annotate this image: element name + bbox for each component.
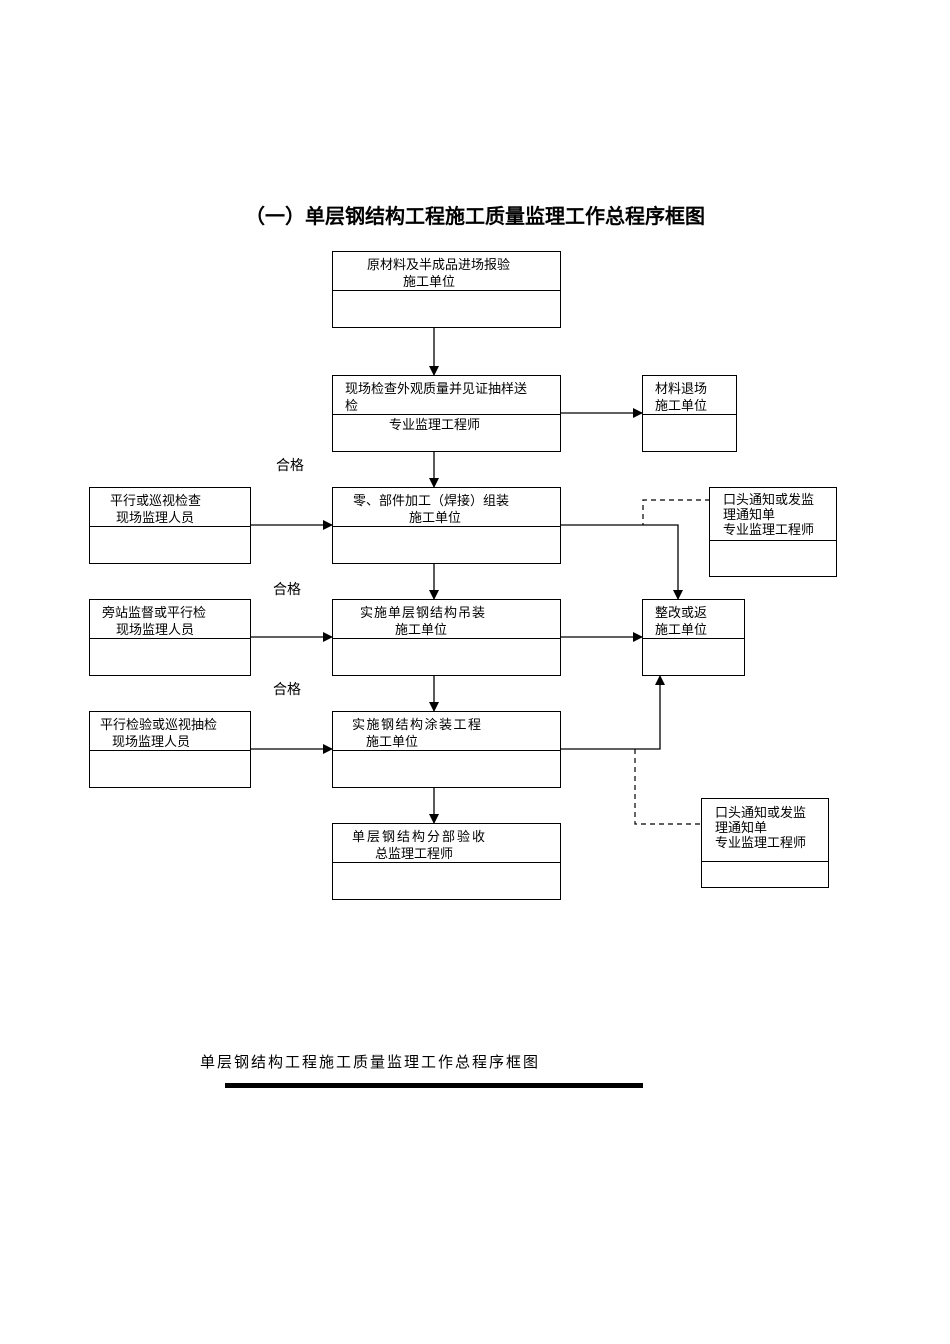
box-hoisting: 实施单层钢结构吊装 施工单位 xyxy=(332,599,561,676)
box-role: 总监理工程师 xyxy=(375,847,454,862)
box-notice-1: 口头通知或发监 理通知单 专业监理工程师 xyxy=(709,487,837,577)
box-role: 专业监理工程师 xyxy=(715,836,807,851)
box-raw-material: 原材料及半成品进场报验 施工单位 xyxy=(332,251,561,328)
box-role: 现场监理人员 xyxy=(116,511,195,526)
box-text: 旁站监督或平行检 xyxy=(102,606,207,621)
box-parts-processing: 零、部件加工（焊接）组装 施工单位 xyxy=(332,487,561,564)
box-text: 整改或返 xyxy=(655,606,708,621)
box-role: 施工单位 xyxy=(403,275,456,290)
box-text: 口头通知或发监 xyxy=(715,806,807,821)
box-text: 平行或巡视检查 xyxy=(110,494,202,509)
box-role: 施工单位 xyxy=(366,735,419,750)
pass-label-2: 合格 xyxy=(273,582,301,598)
dashed-notice1-link xyxy=(642,499,710,525)
box-notice-2: 口头通知或发监 理通知单 专业监理工程师 xyxy=(701,798,829,888)
dashed-notice2-link xyxy=(634,749,702,825)
box-role: 施工单位 xyxy=(409,511,462,526)
box-side-station: 旁站监督或平行检 现场监理人员 xyxy=(89,599,251,676)
arrow-coating-to-rectify xyxy=(560,675,665,750)
box-role: 施工单位 xyxy=(655,399,708,414)
box-role: 现场监理人员 xyxy=(112,735,191,750)
box-text: 单层钢结构分部验收 xyxy=(352,830,488,845)
box-role: 专业监理工程师 xyxy=(723,523,815,538)
box-text: 现场检查外观质量并见证抽样送 xyxy=(345,382,528,397)
box-site-inspection: 现场检查外观质量并见证抽样送 检 专业监理工程师 xyxy=(332,375,561,452)
box-rectify: 整改或返 施工单位 xyxy=(642,599,745,676)
box-role: 施工单位 xyxy=(655,623,708,638)
box-text: 口头通知或发监 xyxy=(723,493,815,508)
box-text: 平行检验或巡视抽检 xyxy=(100,718,218,733)
box-parallel-patrol-1: 平行或巡视检查 现场监理人员 xyxy=(89,487,251,564)
box-text: 原材料及半成品进场报验 xyxy=(367,258,511,273)
box-text-cont: 理通知单 xyxy=(723,508,776,523)
footer-rule xyxy=(225,1083,643,1088)
box-text: 零、部件加工（焊接）组装 xyxy=(353,494,510,509)
pass-label-1: 合格 xyxy=(276,458,304,474)
box-material-return: 材料退场 施工单位 xyxy=(642,375,737,452)
footer-caption: 单层钢结构工程施工质量监理工作总程序框图 xyxy=(200,1053,541,1071)
box-text: 材料退场 xyxy=(655,382,708,397)
diagram-title: （一）单层钢结构工程施工质量监理工作总程序框图 xyxy=(245,204,705,228)
box-coating: 实施钢结构涂装工程 施工单位 xyxy=(332,711,561,788)
box-text: 实施钢结构涂装工程 xyxy=(352,718,483,733)
box-text-cont: 检 xyxy=(345,399,359,414)
box-role: 专业监理工程师 xyxy=(389,418,481,433)
box-acceptance: 单层钢结构分部验收 总监理工程师 xyxy=(332,823,561,900)
box-text-cont: 理通知单 xyxy=(715,821,768,836)
arrow-parts-to-rectify xyxy=(560,524,683,600)
box-parallel-patrol-2: 平行检验或巡视抽检 现场监理人员 xyxy=(89,711,251,788)
box-role: 现场监理人员 xyxy=(116,623,195,638)
box-text: 实施单层钢结构吊装 xyxy=(360,606,487,621)
pass-label-3: 合格 xyxy=(273,682,301,698)
box-role: 施工单位 xyxy=(395,623,448,638)
